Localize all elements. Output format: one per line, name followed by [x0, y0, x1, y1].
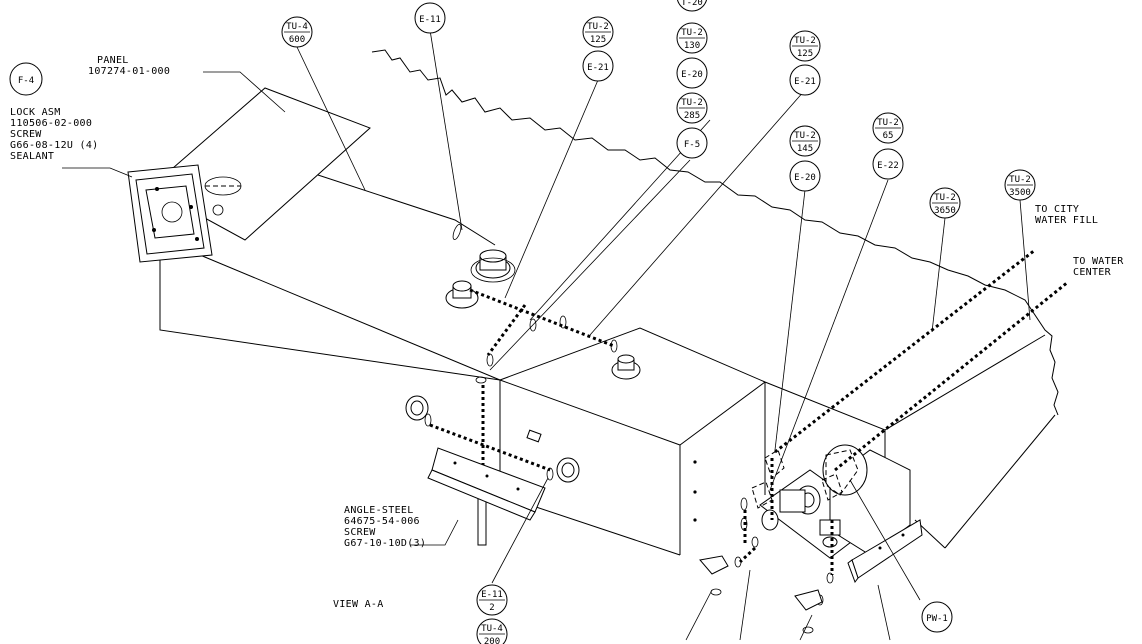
callout-e11-2-bottom: 2 [489, 603, 494, 613]
callout-f5: F-5 [676, 127, 708, 159]
callout-tu2-125b-bottom: 125 [797, 49, 813, 59]
callout-f4: F-4 [9, 62, 43, 96]
note-lock-screw: SCREW [10, 129, 42, 140]
callout-tu4-200: TU-4 200 [476, 618, 508, 644]
callout-tu2-125b-top: TU-2 [794, 36, 816, 46]
callout-tu2-125a: TU-2 125 [582, 16, 614, 48]
note-angle-part: 64675-54-006 [344, 516, 420, 527]
callout-tu2-3500-top: TU-2 [1009, 175, 1031, 185]
callout-tu2-125b: TU-2 125 [789, 30, 821, 62]
callout-tu2-145-top: TU-2 [794, 131, 816, 141]
note-angle-screw-part: G67-10-10D(3) [344, 538, 426, 549]
callout-tu4-200-top: TU-4 [481, 624, 503, 634]
tank-body [159, 174, 1056, 556]
callout-tu4-600: TU-4 600 [281, 16, 313, 48]
callout-e21b: E-21 [789, 64, 821, 96]
break-line [371, 49, 1059, 416]
leader-lines [62, 29, 1031, 641]
callout-tu2-285-bottom: 285 [684, 111, 700, 121]
callout-tu2-145: TU-2 145 [789, 125, 821, 157]
callout-tu2-285: TU-2 285 [676, 92, 708, 124]
callout-tu2-3500: TU-2 3500 [1004, 169, 1036, 201]
callout-tu2-145-bottom: 145 [797, 144, 813, 154]
note-angle-title: ANGLE-STEEL [344, 505, 414, 516]
callout-tu2-130: TU-2 130 [676, 22, 708, 54]
callout-e22-label: E-22 [877, 161, 899, 171]
note-panel-part: 107274-01-000 [88, 66, 170, 77]
note-city-line2: WATER FILL [1035, 215, 1098, 226]
callout-e20b-label: E-20 [794, 173, 816, 183]
callout-e11-2: E-11 2 [476, 584, 508, 616]
callout-e20a: E-20 [676, 57, 708, 89]
callout-e21b-label: E-21 [794, 77, 816, 87]
callout-tu2-3650-top: TU-2 [934, 193, 956, 203]
callout-tu4-200-bottom: 200 [484, 637, 500, 644]
panel [149, 87, 371, 241]
callout-t20-label: T-20 [681, 0, 703, 8]
callout-tu2-130-top: TU-2 [681, 28, 703, 38]
callout-e20a-label: E-20 [681, 70, 703, 80]
callout-e22: E-22 [872, 148, 904, 180]
callout-tu2-3650: TU-2 3650 [929, 187, 961, 219]
angle-steel [427, 447, 546, 521]
note-lock-title: LOCK ASM [10, 107, 61, 118]
note-panel-title: PANEL [97, 55, 129, 66]
callout-tu2-285-top: TU-2 [681, 98, 703, 108]
callout-f5-label: F-5 [684, 140, 700, 150]
callout-f4-label: F-4 [18, 76, 34, 86]
callout-t20: T-20 [677, 0, 707, 12]
callout-tu2-130-bottom: 130 [684, 41, 700, 51]
note-city-line1: TO CITY [1035, 204, 1079, 215]
top-fittings [445, 224, 641, 510]
callout-tu2-125a-bottom: 125 [590, 35, 606, 45]
callout-tu2-3500-bottom: 3500 [1009, 188, 1031, 198]
pump-assembly [699, 248, 1069, 634]
callout-pw1-label: PW-1 [926, 614, 948, 624]
notes: PANEL 107274-01-000 LOCK ASM 110506-02-0… [10, 55, 1124, 610]
view-label: VIEW A-A [333, 599, 384, 610]
note-center-line2: CENTER [1073, 267, 1112, 278]
callout-tu2-3650-bottom: 3650 [934, 206, 956, 216]
callout-tu2-65-bottom: 65 [883, 131, 894, 141]
callout-tu2-125a-top: TU-2 [587, 22, 609, 32]
note-lock-sealant: SEALANT [10, 151, 54, 162]
note-center-line1: TO WATER [1073, 256, 1124, 267]
note-lock-part: 110506-02-000 [10, 118, 92, 129]
callout-e11: E-11 [414, 2, 446, 34]
callout-tu4-600-top: TU-4 [286, 22, 308, 32]
callout-tu4-600-bottom: 600 [289, 35, 305, 45]
note-lock-screw-part: G66-08-12U (4) [10, 140, 99, 151]
callout-tu2-65: TU-2 65 [872, 112, 904, 144]
callout-e11-2-top: E-11 [481, 590, 503, 600]
callout-e21a: E-21 [582, 50, 614, 82]
callouts: F-4 TU-4 600 E-11 TU-2 125 E-21 T- [9, 0, 1036, 644]
callout-tu2-65-top: TU-2 [877, 118, 899, 128]
lock-assembly [127, 164, 213, 263]
note-angle-screw: SCREW [344, 527, 376, 538]
callout-e20b: E-20 [789, 160, 821, 192]
callout-e11-label: E-11 [419, 15, 441, 25]
callout-pw1: PW-1 [921, 601, 953, 633]
callout-e21a-label: E-21 [587, 63, 609, 73]
